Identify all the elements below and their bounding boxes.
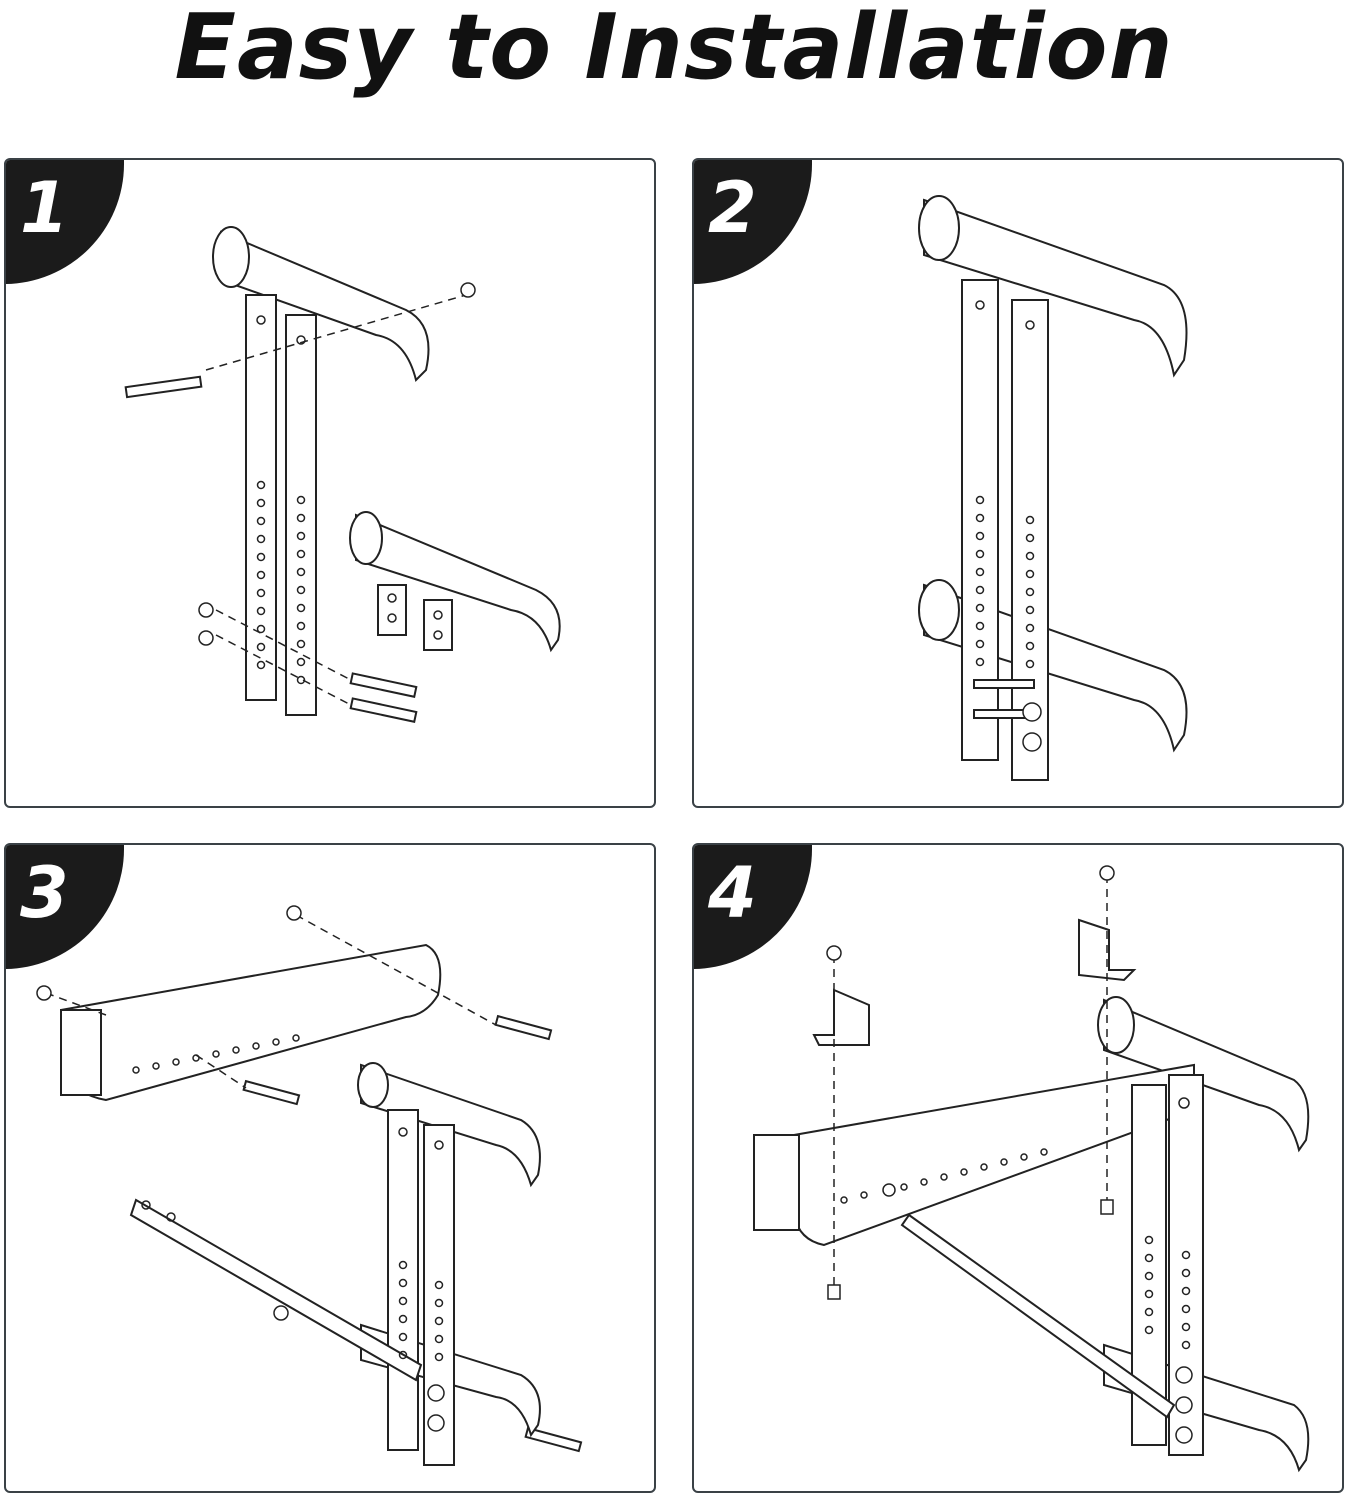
clamp-end <box>1098 997 1134 1053</box>
wing-nut-icon <box>1176 1427 1192 1443</box>
right-bracket-bar <box>1012 300 1048 780</box>
bolt <box>526 1428 581 1451</box>
clamp-end <box>350 512 382 564</box>
step-number: 3 <box>20 852 69 934</box>
wing-nut-icon <box>287 906 301 920</box>
bolt <box>244 1081 299 1104</box>
top-pipe-clamp <box>924 200 1187 375</box>
step-4-panel: 4 <box>692 843 1344 1493</box>
step-3-illustration <box>6 845 654 1491</box>
step-1-panel: 1 <box>4 158 656 808</box>
wing-nut-icon <box>428 1385 444 1401</box>
diagonal-brace <box>902 1215 1174 1417</box>
bottom-pipe-clamp <box>356 515 560 650</box>
wing-nut-icon <box>428 1415 444 1431</box>
screw-icon <box>1101 1200 1113 1214</box>
bolt <box>496 1016 551 1039</box>
step-number-badge: 1 <box>6 160 124 284</box>
step-number: 4 <box>708 852 757 934</box>
step-4-illustration <box>694 845 1342 1491</box>
screw-icon <box>828 1285 840 1299</box>
step-2-illustration <box>694 160 1342 806</box>
wing-nut-icon <box>199 631 213 645</box>
wing-nut-icon <box>827 946 841 960</box>
wing-nut-icon <box>1023 733 1041 751</box>
clamp-end <box>919 196 959 260</box>
wing-nut-icon <box>1176 1367 1192 1383</box>
wing-nut-icon <box>1176 1397 1192 1413</box>
wing-nut-icon <box>1023 703 1041 721</box>
bolt <box>126 377 202 397</box>
clamp-end <box>213 227 249 287</box>
step-3-panel: 3 <box>4 843 656 1493</box>
step-number-badge: 4 <box>694 845 812 969</box>
top-pipe-clamp <box>221 232 429 380</box>
wing-nut-icon <box>199 603 213 617</box>
step-number: 1 <box>20 167 69 249</box>
step-2-panel: 2 <box>692 158 1344 808</box>
right-bracket-bar <box>1169 1075 1203 1455</box>
top-pipe-clamp <box>1104 1000 1308 1150</box>
bolt <box>351 673 417 696</box>
diagonal-brace <box>131 1200 421 1380</box>
right-bracket-bar <box>424 1125 454 1465</box>
arm-end-plate <box>754 1135 799 1230</box>
clamp-tab <box>424 600 452 650</box>
clamp-tab <box>378 585 406 635</box>
wing-nut-icon <box>461 283 475 297</box>
arm-end-plate <box>61 1010 101 1095</box>
step-number: 2 <box>708 167 757 249</box>
page-title: Easy to Installation <box>174 0 1174 100</box>
bolt <box>351 698 417 721</box>
l-bracket <box>814 990 869 1045</box>
wing-nut-icon <box>1100 866 1114 880</box>
clamp-end <box>919 580 959 640</box>
wing-nut-icon <box>37 986 51 1000</box>
bolt <box>974 680 1034 688</box>
clamp-end <box>358 1063 388 1107</box>
step-1-illustration <box>6 160 654 806</box>
wing-nut-icon <box>274 1306 288 1320</box>
step-number-badge: 3 <box>6 845 124 969</box>
